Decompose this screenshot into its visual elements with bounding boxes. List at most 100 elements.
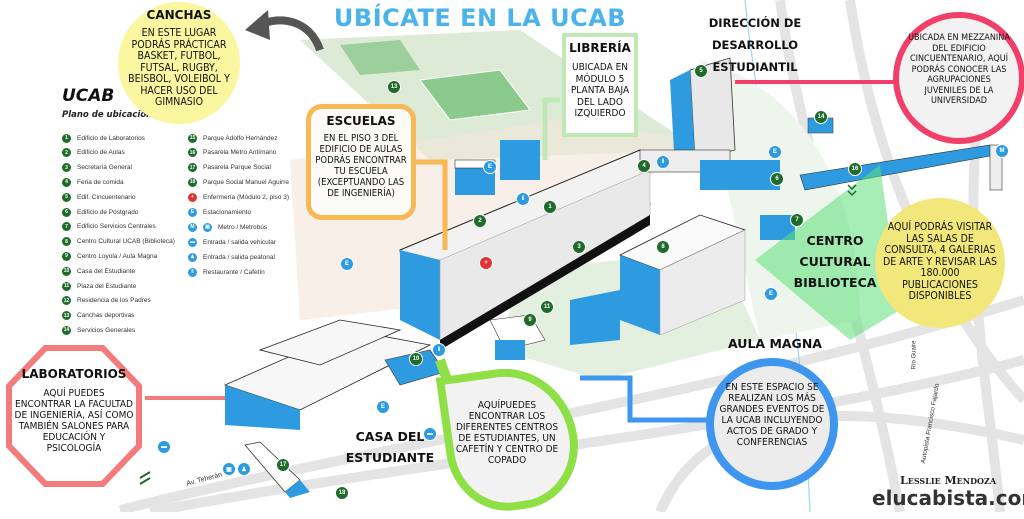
canchas-text: EN ESTE LUGAR PODRÁS PRÁCTICAR BASKET, F… (128, 27, 230, 108)
building-biblioteca (570, 214, 747, 345)
legend-symbol-item: ▬Entrada / salida vehicular (188, 237, 276, 247)
vehicle-entrance-marker[interactable]: ▬ (157, 440, 171, 454)
credit-author: Lesslie Mendoza (900, 474, 997, 487)
map-marker-16[interactable]: 16 (848, 162, 862, 176)
canchas-bubble (118, 2, 240, 124)
parking-icon: E (188, 207, 197, 217)
parking-marker[interactable]: E (764, 287, 778, 301)
aula-heading: AULA MAGNA (728, 336, 822, 351)
legend-symbol-label: Entrada / salida peatonal (203, 253, 275, 261)
map-marker-4[interactable]: 4 (637, 159, 651, 173)
legend-item-label: Centro Cultural UCAB (Biblioteca) (77, 238, 175, 246)
legend-symbol-label: Estacionamiento (203, 208, 252, 216)
laboratorios-text: AQUÍ PUEDES ENCONTRAR LA FACULTAD DE ING… (14, 388, 134, 454)
building-postgrado (454, 140, 540, 195)
restaurant-marker[interactable]: ‖ (432, 343, 446, 357)
biblioteca-heading-line: CENTRO (806, 233, 864, 248)
pedestrian-entrance-marker[interactable]: ♟ (237, 462, 251, 476)
escuelas-heading: ESCUELAS (326, 114, 396, 128)
legend-brand: UCAB (62, 86, 115, 106)
soccer-field (419, 69, 531, 121)
parking-marker[interactable]: E (768, 145, 782, 159)
legend-number-badge: 9 (62, 251, 71, 261)
legend-item-label: Pasarela Metro Antímano (203, 149, 277, 157)
legend-item-label: Servicios Generales (77, 326, 136, 334)
legend-item-label: Edificio de Aulas (77, 149, 125, 157)
legend-number-badge: 7 (62, 222, 71, 232)
legend-item-label: Pasarela Parque Social (203, 164, 271, 172)
laboratorios-octagon-inner (12, 351, 136, 481)
legend-number-badge: 11 (62, 281, 71, 291)
map-marker-5[interactable]: 5 (694, 64, 708, 78)
arrow-head-icon (245, 10, 270, 40)
restaurant-marker[interactable]: ‖ (656, 155, 670, 169)
map-marker-1[interactable]: 1 (543, 200, 557, 214)
biblioteca-text: AQUÍ PODRÁS VISITAR LAS SALAS DE CONSULT… (883, 221, 997, 302)
legend-symbol-label: Enfermería (Módulo 2, piso 3) (203, 193, 289, 201)
biblioteca-heading: CENTRO CULTURAL BIBLIOTECA (790, 230, 880, 293)
legend-symbol-item: E Estacionamiento (188, 207, 251, 217)
legend-symbol-item: + Enfermería (Módulo 2, piso 3) (188, 192, 289, 202)
legend-subtitle: Plano de ubicación (62, 110, 153, 120)
legend-number-badge: 18 (188, 177, 197, 187)
biblioteca-pointer (755, 165, 900, 340)
aula-bubble (706, 358, 838, 490)
legend-item-label: Edificio de Laboratorios (77, 134, 145, 142)
biblioteca-heading-line: CULTURAL (799, 254, 871, 269)
legend-item-label: Edif. Cincuentenario (77, 193, 136, 201)
legend-number-badge: 15 (188, 133, 197, 143)
map-marker-6[interactable]: 6 (770, 172, 784, 186)
parking-marker[interactable]: E (376, 400, 390, 414)
map-marker-8[interactable]: 8 (656, 240, 670, 254)
parking-marker[interactable]: E (340, 257, 354, 271)
legend-symbol-label: Metro / Metrobús (218, 223, 268, 231)
casa-heading: CASA DEL ESTUDIANTE (344, 426, 436, 468)
map-marker-7[interactable]: 7 (790, 213, 804, 227)
map-marker-18[interactable]: 18 (335, 486, 349, 500)
restaurant-marker[interactable]: ‖ (516, 192, 530, 206)
legend-item: 5 Edif. Cincuentenario (62, 192, 136, 202)
legend-item-label: Centro Loyola / Aula Magna (77, 252, 158, 260)
legend-symbol-item: ♟Entrada / salida peatonal (188, 252, 275, 262)
credit-site[interactable]: elucabista.com (872, 486, 1024, 510)
map-marker-13[interactable]: 13 (387, 80, 401, 94)
enfermeria-marker[interactable]: + (479, 256, 493, 270)
metro-icon: M (188, 222, 197, 232)
map-marker-2[interactable]: 2 (473, 214, 487, 228)
legend-item: 9 Centro Loyola / Aula Magna (62, 251, 157, 261)
bus-marker[interactable]: ▣ (222, 462, 236, 476)
legend-number-badge: 5 (62, 192, 71, 202)
legend-item-label: Secretaría General (77, 164, 132, 172)
map-marker-10[interactable]: 10 (409, 352, 423, 366)
baseball-field (340, 40, 420, 75)
entrance-chevron-icon (139, 471, 151, 485)
biblioteca-heading-line: BIBLIOTECA (793, 275, 877, 290)
legend-number-badge: 12 (62, 296, 71, 306)
escuelas-box (306, 104, 416, 220)
legend-number-badge: 17 (188, 163, 197, 173)
map-marker-17[interactable]: 17 (276, 458, 290, 472)
map-marker-9[interactable]: 9 (523, 313, 537, 327)
casa-heading-line: CASA DEL (355, 429, 425, 444)
legend-number-badge: 16 (188, 148, 197, 158)
cross-icon: + (188, 192, 197, 202)
legend-number-badge: 6 (62, 207, 71, 217)
libreria-text: UBICADA EN MÓDULO 5 PLANTA BAJA DEL LADO… (570, 62, 630, 119)
metro-marker[interactable]: M (995, 144, 1009, 158)
desarrollo-text: UBICADA EN MEZZANINA DEL EDIFICIO CINCUE… (908, 33, 1010, 106)
vehicle-entrance-marker[interactable]: ▬ (423, 427, 437, 441)
parking-marker[interactable]: E (483, 160, 497, 174)
aula-connector (580, 375, 710, 423)
legend-item: 17 Pasarela Parque Social (188, 163, 271, 173)
map-marker-3[interactable]: 3 (572, 240, 586, 254)
map-marker-11[interactable]: 11 (540, 300, 554, 314)
building-aulas (399, 149, 651, 350)
map-marker-14[interactable]: 14 (814, 110, 828, 124)
libreria-box (562, 33, 638, 137)
